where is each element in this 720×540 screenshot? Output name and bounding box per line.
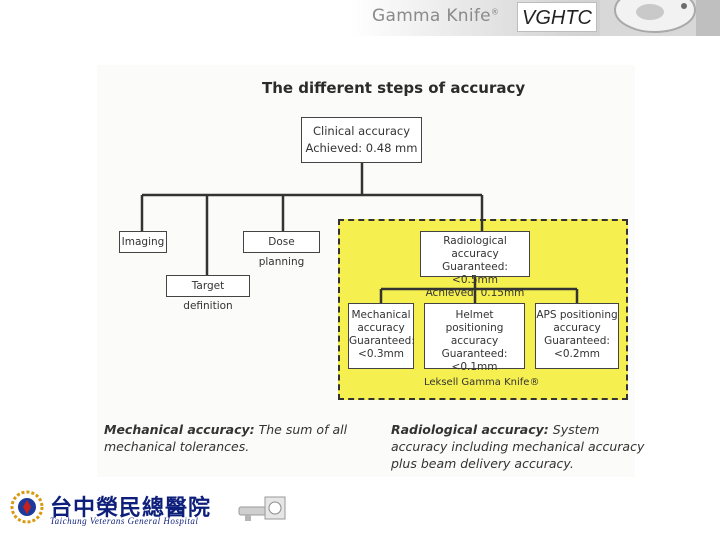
helmet-positioning-node: Helmet positioning accuracy Guaranteed: … (424, 303, 525, 373)
mechanical-accuracy-caption: Mechanical accuracy: The sum of all mech… (104, 422, 348, 454)
gamma-knife-device-icon (235, 493, 290, 523)
radiological-accuracy-node: Radiological accuracy Guaranteed: <0.5mm… (420, 231, 530, 299)
clinical-accuracy-value: Achieved: 0.48 mm (305, 141, 418, 155)
mechanical-accuracy-node: Mechanical accuracy Guaranteed: <0.3mm (348, 303, 415, 369)
figure-title: The different steps of accuracy (262, 79, 526, 97)
radiological-accuracy-caption: Radiological accuracy: System accuracy i… (391, 422, 645, 471)
hospital-english-name: Taichung Veterans General Hospital (50, 516, 199, 526)
aps-positioning-node: APS positioning accuracy Guaranteed: <0.… (535, 303, 619, 369)
product-title: Gamma Knife® (372, 6, 500, 26)
dose-planning-node: Dose planning (243, 231, 320, 268)
target-definition-node: Target definition (166, 275, 250, 312)
header-photo (600, 0, 720, 36)
imaging-node: Imaging (119, 231, 167, 253)
org-label: VGHTC (517, 2, 597, 32)
clinical-accuracy-label: Clinical accuracy (312, 124, 410, 138)
hospital-emblem-icon (10, 490, 44, 524)
hospital-name: 台中榮民總醫院 (50, 495, 212, 521)
clinical-accuracy-node: Clinical accuracy Achieved: 0.48 mm (301, 117, 422, 163)
zone-label: Leksell Gamma Knife® (424, 377, 540, 388)
